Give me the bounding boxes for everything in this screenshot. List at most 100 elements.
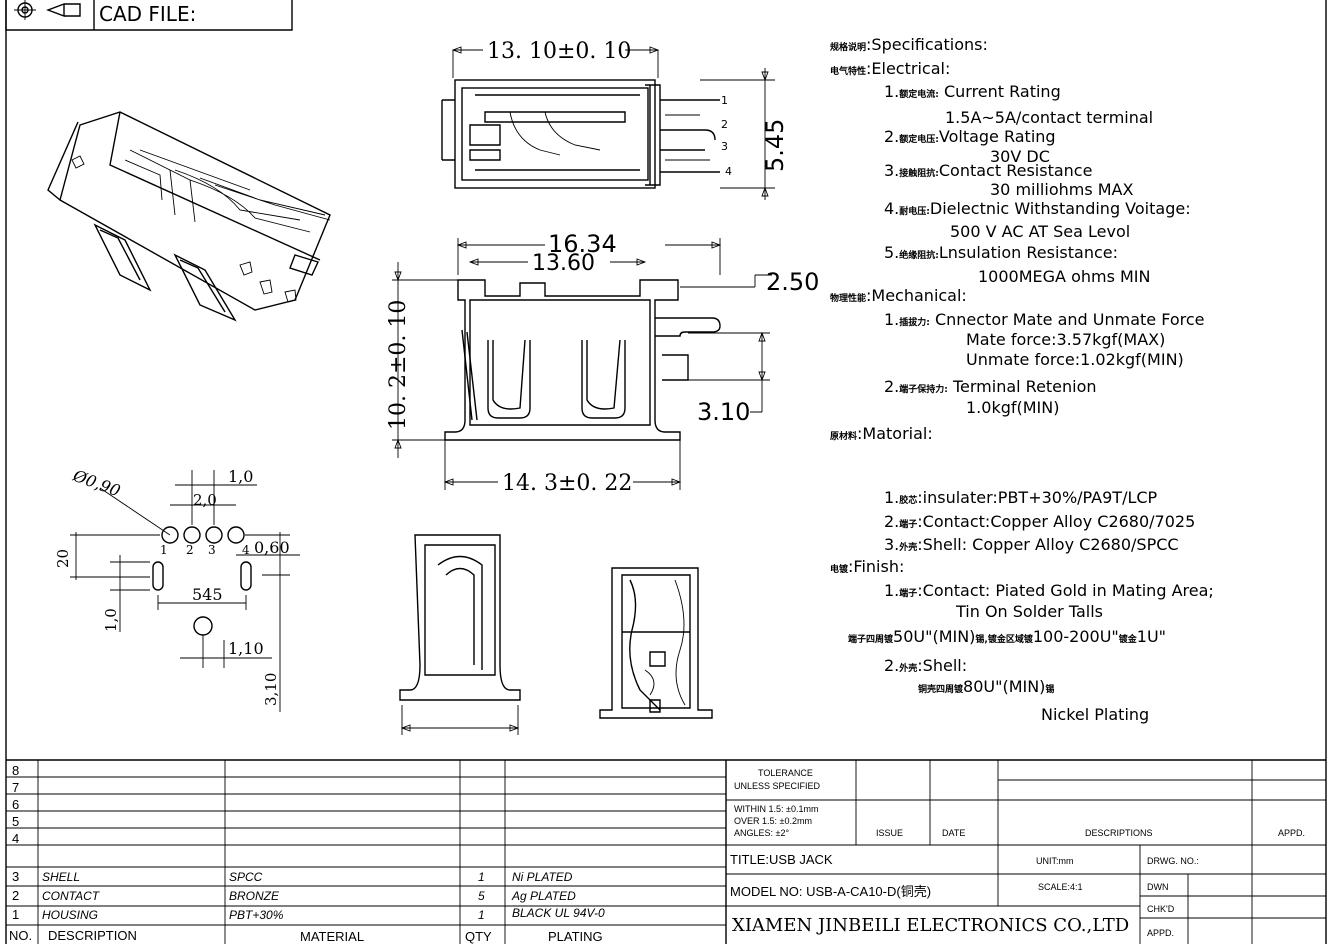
f1-c-cn3: 镀金 [1119, 633, 1138, 645]
e4-num: 4. [884, 199, 899, 218]
f2-cn-b: 铜壳四周镀 [918, 683, 964, 695]
unmate-force-value: Unmate force:1.02kgf(MIN) [966, 350, 1184, 369]
f1-c-cn2: 锡,镀金区域镀 [975, 633, 1033, 645]
dim-front-height: 10. 2±0. 10 [386, 300, 411, 430]
row-num-5: 5 [12, 814, 19, 829]
t2-cn: 端子 [899, 518, 917, 530]
svg-text:铜壳四周镀80U"(MIN)锡: 铜壳四周镀80U"(MIN)锡 [918, 677, 1054, 696]
fp-pin-2-label: 2 [186, 543, 194, 557]
m2-num: 2. [884, 377, 899, 396]
bom-header-qty: QTY [465, 929, 492, 944]
bom-housing-plate: BLACK UL 94V-0 [512, 906, 605, 920]
fp-pin-3-label: 3 [208, 543, 216, 557]
e3-num: 3. [884, 161, 899, 180]
row-num-1: 1 [12, 907, 19, 922]
svg-text:电气特性:Electrical:: 电气特性:Electrical: [830, 59, 950, 78]
material-insulator: :insulater:PBT+30%/PA9T/LCP [917, 488, 1157, 507]
dielectric: Dielectnic Withstanding Voitage: [930, 199, 1191, 218]
e3-cn: 接触阻抗: [899, 167, 939, 179]
tolerance-unless: UNLESS SPECIFIED [734, 781, 821, 791]
dim-front-pin-offset: 3.10 [697, 398, 750, 426]
e1-num: 1. [884, 82, 899, 101]
mat-cn: 原材料 [830, 430, 857, 442]
bom-contact-mat: BRONZE [229, 889, 280, 903]
mate-force-value: Mate force:3.57kgf(MAX) [966, 330, 1165, 349]
terminal-retention-value: 1.0kgf(MIN) [966, 398, 1059, 417]
top-pin-1-label: 1 [721, 94, 728, 107]
spec-heading-cn: 规格说明 [830, 41, 866, 53]
m1-num: 1. [884, 310, 899, 329]
f1-cn: 端子 [899, 587, 917, 599]
dwn-label: DWN [1147, 882, 1169, 892]
row-num-3: 3 [12, 869, 19, 884]
tolerance-label: TOLERANCE [758, 768, 813, 778]
bom-housing-desc: HOUSING [42, 908, 98, 922]
mate-force: Cnnector Mate and Unmate Force [930, 310, 1205, 329]
material-contact: :Contact:Copper Alloy C2680/7025 [917, 512, 1195, 531]
appd-header: APPD. [1278, 828, 1305, 838]
bom-shell-plate: Ni PLATED [512, 870, 573, 884]
m2-cn: 端子保持力: [899, 383, 948, 395]
svg-text:电镀:Finish:: 电镀:Finish: [830, 557, 904, 576]
e5-cn: 绝缘阻抗: [899, 249, 939, 261]
f1-c2: 100-200U" [1033, 627, 1119, 646]
pad-3 [205, 526, 223, 544]
bom-header-no: NO. [9, 928, 32, 943]
pcb-footprint: Ø0,90 1 2 3 4 1,0 2,0 20 0,60 545 1,0 [54, 466, 300, 712]
row-num-2: 2 [12, 888, 19, 903]
svg-text:3.外壳:Shell: Copper Alloy C2: 3.外壳:Shell: Copper Alloy C2680/SPCC [884, 535, 1179, 554]
mech-cn: 物理性能 [830, 292, 866, 304]
spec-heading: :Specifications: [866, 35, 988, 54]
bom-shell-qty: 1 [478, 870, 485, 884]
svg-text:原材料:Matorial:: 原材料:Matorial: [830, 424, 933, 443]
dim-front-outer: 16.34 [548, 230, 617, 258]
finish-heading: :Finish: [848, 557, 904, 576]
mount-hole [193, 616, 213, 636]
drawing-title: TITLE:USB JACK [730, 852, 833, 867]
svg-text:2.端子保持力: Terminal Retenion: 2.端子保持力: Terminal Retenion [884, 377, 1097, 396]
bom-shell-mat: SPCC [229, 870, 263, 884]
t3-num: 3. [884, 535, 899, 554]
bom-contact-qty: 5 [478, 889, 485, 903]
issue-header: ISSUE [876, 828, 903, 838]
mechanical-heading: :Mechanical: [866, 286, 967, 305]
row-num-6: 6 [12, 797, 19, 812]
bom-housing-mat: PBT+30% [229, 908, 284, 922]
f1-num: 1. [884, 581, 899, 600]
f1-c-cn1: 端子四周镀 [848, 633, 894, 645]
svg-text:1.插拔力: Cnnector Mate and Un: 1.插拔力: Cnnector Mate and Unmate Force [884, 310, 1205, 329]
dim-top-width: 13. 10±0. 10 [487, 39, 631, 64]
electrical-cn: 电气特性 [830, 65, 866, 77]
appd-label: APPD. [1147, 928, 1174, 938]
mount-slot-right [240, 561, 252, 591]
current-rating-value: 1.5A~5A/contact terminal [945, 108, 1153, 127]
bom-header-desc: DESCRIPTION [48, 928, 137, 943]
pad-4 [227, 526, 245, 544]
svg-text:1.额定电流: Current Rating: 1.额定电流: Current Rating [884, 82, 1061, 101]
material-shell: :Shell: Copper Alloy C2680/SPCC [917, 535, 1178, 554]
side-view-left [399, 534, 521, 735]
pad-1 [161, 526, 179, 544]
bom-shell-desc: SHELL [42, 870, 80, 884]
svg-text:2.额定电压:Voltage Rating: 2.额定电压:Voltage Rating [884, 127, 1056, 146]
tolerance-angles: ANGLES: ±2° [734, 828, 789, 838]
fp-pin-1-label: 1 [160, 543, 168, 557]
electrical-heading: :Electrical: [866, 59, 950, 78]
f2-b: 80U"(MIN) [963, 677, 1045, 696]
cad-file-label: CAD FILE: [99, 2, 196, 26]
dim-pad-w: 0,60 [254, 538, 290, 557]
nickel-plating: Nickel Plating [1041, 705, 1149, 724]
top-pin-2-label: 2 [721, 118, 728, 131]
row-num-7: 7 [12, 780, 19, 795]
e2-cn: 额定电压: [899, 133, 939, 145]
svg-text:1.端子:Contact: Piated Gold i: 1.端子:Contact: Piated Gold in Mating Area… [884, 581, 1214, 600]
fp-pin-4-label: 4 [242, 543, 250, 557]
m1-cn: 插拔力: [899, 316, 930, 328]
dim-pad-span: 545 [192, 585, 223, 604]
finish-shell: :Shell: [917, 656, 967, 675]
dim-front-inner: 13.60 [532, 251, 595, 276]
bom-contact-plate: Ag PLATED [511, 889, 576, 903]
dim-pitch-b: 2,0 [193, 491, 217, 509]
side-view-right [599, 567, 713, 719]
